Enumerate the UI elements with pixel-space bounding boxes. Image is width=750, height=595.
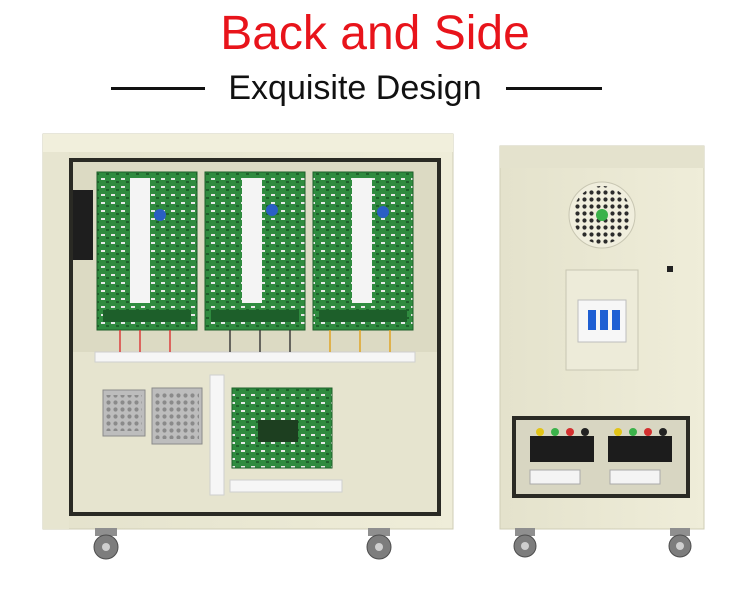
- subtitle-row: Exquisite Design: [0, 66, 750, 110]
- cabinet-side-wheels: [513, 528, 692, 558]
- terminal-block-left: [530, 428, 594, 462]
- pcb-board-2: [204, 171, 306, 331]
- pcb-board-3: [312, 171, 414, 331]
- page-title: Back and Side: [220, 7, 530, 60]
- cabinet-back-photo: [42, 133, 454, 560]
- power-supply-1: [102, 389, 146, 437]
- control-board: [231, 387, 333, 469]
- page-subtitle: Exquisite Design: [228, 69, 482, 107]
- power-supply-2: [151, 387, 203, 445]
- right-rule: [506, 87, 602, 90]
- left-rule: [111, 87, 205, 90]
- cabinet-back-wheels: [93, 528, 392, 560]
- terminal-block-right: [608, 428, 672, 462]
- cabinet-side-photo: [499, 145, 705, 558]
- pcb-board-1: [96, 171, 198, 331]
